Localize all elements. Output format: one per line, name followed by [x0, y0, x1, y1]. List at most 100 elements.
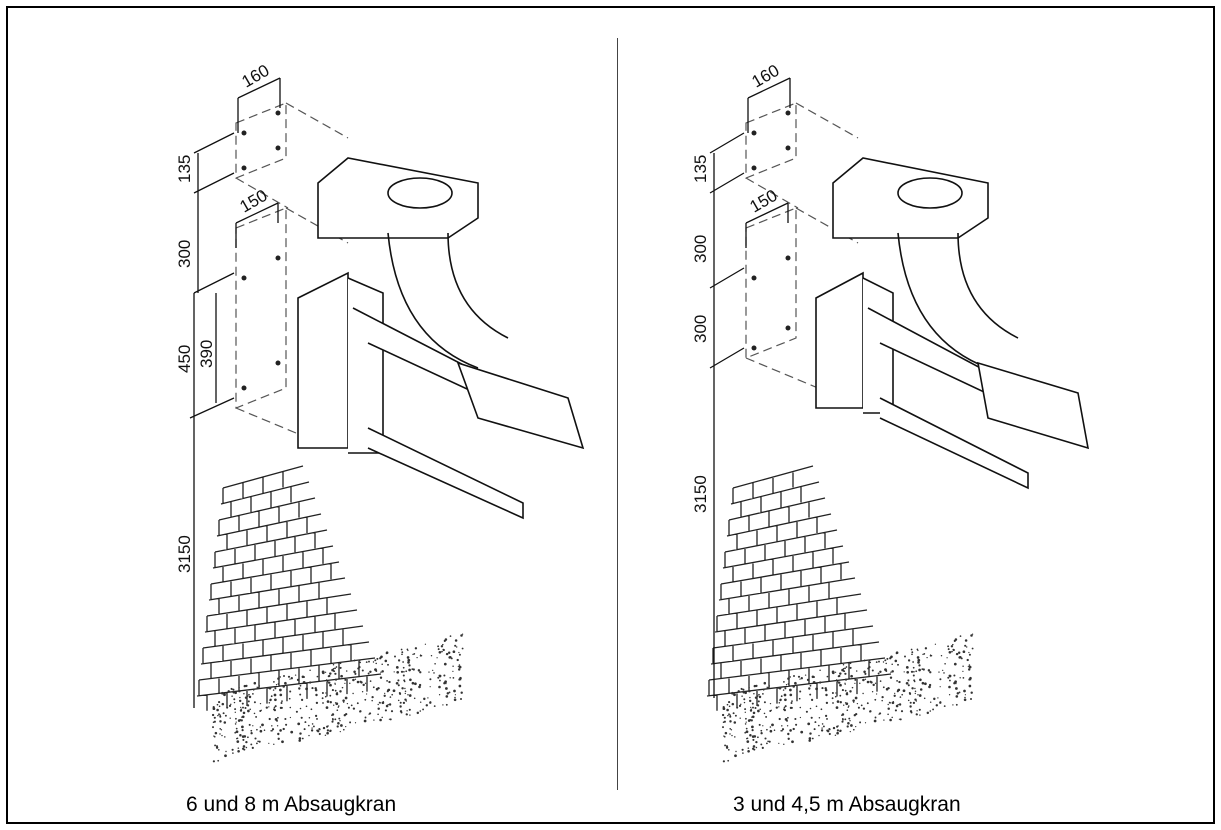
gravel-dot [279, 729, 282, 732]
gravel-dot [962, 677, 965, 679]
gravel-dot [783, 685, 786, 688]
gravel-dot [354, 722, 357, 724]
gravel-dot [339, 730, 341, 733]
gravel-dot [433, 705, 436, 708]
gravel-dot [436, 657, 438, 659]
gravel-dot [819, 669, 821, 671]
gravel-dot [284, 681, 287, 685]
gravel-dot [849, 719, 851, 722]
dim-floor-height: 3150 [691, 475, 710, 513]
gravel-dot [729, 720, 732, 723]
gravel-dot [837, 681, 841, 684]
gravel-dot [397, 679, 400, 682]
gravel-dot [238, 699, 242, 703]
gravel-dot [335, 702, 339, 706]
gravel-dot [897, 663, 899, 666]
gravel-dot [221, 702, 225, 706]
gravel-dot [729, 714, 731, 716]
gravel-dot [318, 732, 321, 736]
gravel-dot [460, 634, 463, 637]
gravel-dot [334, 689, 337, 692]
gravel-dot [339, 719, 341, 722]
gravel-dot [838, 674, 841, 678]
gravel-dot [353, 670, 356, 674]
gravel-dot [818, 716, 821, 719]
gravel-dot [844, 672, 847, 675]
gravel-dot [319, 728, 321, 731]
gravel-dot [368, 660, 370, 663]
dim-gap: 300 [691, 235, 710, 263]
gravel-dot [279, 688, 282, 692]
gravel-dot [784, 705, 787, 708]
gravel-dot [339, 690, 342, 693]
gravel-dot [894, 659, 898, 663]
gravel-dot [405, 670, 408, 673]
gravel-dot [922, 653, 924, 656]
gravel-dot [441, 650, 443, 653]
gravel-dot [315, 701, 319, 705]
gravel-dot [240, 706, 242, 709]
gravel-dot [236, 737, 239, 740]
gravel-dot [314, 714, 318, 718]
gravel-dot [805, 710, 808, 713]
gravel-dot [218, 705, 221, 708]
gravel-dot [416, 711, 420, 715]
dimension-labels: 160 135 300 150 300 3150 [691, 61, 783, 513]
gravel-dot [748, 687, 750, 689]
gravel-dot [944, 663, 946, 665]
gravel-dot [821, 723, 824, 725]
gravel-dot [722, 707, 726, 711]
gravel-dot [918, 664, 921, 667]
gravel-dot [862, 692, 864, 695]
gravel-dot [281, 700, 283, 702]
gravel-dot [256, 742, 258, 745]
gravel-dot [854, 678, 857, 681]
gravel-dot [750, 706, 752, 709]
gravel-dot [761, 746, 764, 750]
gravel-dot [240, 719, 243, 722]
gravel-dot [742, 688, 745, 691]
gravel-dot [753, 684, 757, 688]
gravel-dot [296, 678, 300, 682]
gravel-dot [263, 729, 266, 731]
gravel-dot [912, 666, 915, 669]
gravel-dot [277, 732, 280, 736]
gravel-dot [268, 742, 270, 745]
gravel-dot [294, 674, 297, 676]
gravel-dot [312, 725, 315, 728]
gravel-dot [918, 708, 921, 711]
caption-left: 6 und 8 m Absaugkran [186, 793, 397, 816]
gravel-dot [267, 687, 269, 689]
gravel-dot [212, 707, 216, 711]
gravel-dot [459, 697, 463, 701]
gravel-dot [915, 700, 918, 702]
gravel-dot [898, 680, 901, 684]
gravel-dot [241, 725, 244, 729]
gravel-dot [898, 703, 902, 706]
gravel-dot [390, 710, 394, 713]
gravel-dot [953, 674, 956, 677]
gravel-dot [789, 693, 793, 697]
gravel-dot [787, 683, 790, 685]
gravel-dot [268, 717, 271, 721]
gravel-dot [242, 711, 246, 715]
gravel-dot [744, 731, 747, 734]
gravel-dot [749, 709, 753, 712]
gravel-dot [811, 737, 814, 740]
gravel-dot [419, 710, 422, 712]
gravel-dot [964, 696, 966, 699]
gravel-dot [458, 678, 461, 681]
gravel-dot [408, 708, 411, 711]
gravel-dot [385, 652, 388, 655]
gravel-dot [849, 662, 852, 665]
diagram-frame: 160 135 300 150 450 390 3150 6 und 8 m A… [6, 6, 1215, 824]
gravel-dot [335, 666, 338, 668]
gravel-dot [222, 712, 225, 715]
gravel-dot [722, 721, 725, 724]
gravel-dot [220, 729, 223, 731]
gravel-dot [250, 732, 253, 735]
gravel-dot [836, 731, 839, 735]
gravel-dot [815, 687, 818, 691]
gravel-dot [757, 709, 760, 713]
floor-gravel [721, 633, 974, 763]
